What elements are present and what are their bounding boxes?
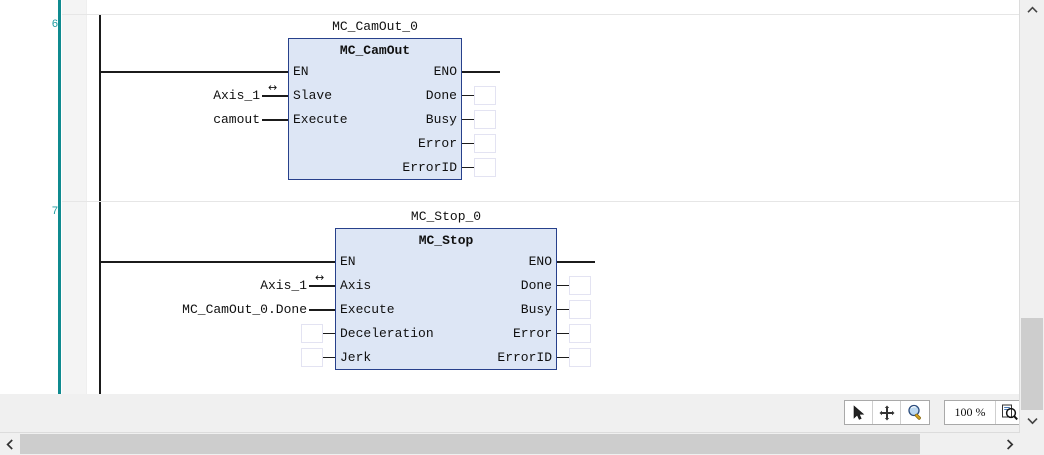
pin-in-execute-rung-6[interactable]: Execute — [293, 112, 348, 127]
rung-gutter-background — [62, 0, 87, 412]
input-valuebox-deceleration-rung-7[interactable] — [301, 324, 323, 343]
output-valuebox-done-rung-6[interactable] — [474, 86, 496, 105]
wire-busy-rung-6[interactable] — [462, 119, 474, 120]
scroll-down-button[interactable] — [1020, 411, 1044, 431]
select-pointer-tool-button[interactable] — [845, 401, 873, 424]
wire-axis-rung-7[interactable] — [309, 285, 335, 287]
magnifier-icon — [907, 404, 921, 420]
chevron-up-icon — [1026, 6, 1038, 13]
instance-name-rung-7[interactable]: MC_Stop_0 — [410, 209, 482, 224]
editor-bottom-toolbar: 100 % — [0, 394, 1036, 432]
operand-slave-rung-6[interactable]: Axis_1 — [213, 88, 260, 103]
wire-done-rung-7[interactable] — [557, 285, 569, 286]
wire-error-rung-6[interactable] — [462, 143, 474, 144]
zoom-page-button[interactable] — [995, 401, 1022, 424]
wire-eno-rung-7[interactable] — [557, 261, 595, 263]
pin-in-slave-rung-6[interactable]: Slave — [293, 88, 333, 103]
wire-jerk-rung-7[interactable] — [323, 357, 335, 358]
power-rail-rung-7 — [99, 202, 101, 394]
instance-name-rung-6[interactable]: MC_CamOut_0 — [332, 19, 418, 34]
block-title-mc-stop: MC_Stop — [418, 233, 474, 248]
function-block-mc-camout[interactable]: MC_CamOut EN Slave Execute ENO Done Busy… — [288, 38, 462, 180]
horizontal-scrollbar[interactable] — [0, 432, 1020, 455]
rung-separator-top — [62, 14, 1020, 15]
wire-error-rung-7[interactable] — [557, 333, 569, 334]
pin-in-execute-rung-7[interactable]: Execute — [340, 302, 395, 317]
zoom-level-value[interactable]: 100 % — [954, 405, 986, 419]
pin-out-eno-rung-6[interactable]: ENO — [433, 64, 457, 79]
power-rail-rung-6 — [99, 15, 101, 201]
output-valuebox-busy-rung-7[interactable] — [569, 300, 591, 319]
wire-execute-rung-6[interactable] — [262, 119, 288, 121]
chevron-left-icon — [6, 438, 13, 450]
pin-out-busy-rung-6[interactable]: Busy — [425, 112, 457, 127]
wire-busy-rung-7[interactable] — [557, 309, 569, 310]
wire-errorid-rung-6[interactable] — [462, 167, 474, 168]
pin-out-done-rung-7[interactable]: Done — [520, 278, 552, 293]
wire-slave-rung-6[interactable] — [262, 95, 288, 97]
function-block-mc-stop[interactable]: MC_Stop EN Axis Execute Deceleration Jer… — [335, 228, 557, 370]
wire-deceleration-rung-7[interactable] — [323, 333, 335, 334]
wire-execute-rung-7[interactable] — [309, 309, 335, 311]
move-cross-icon — [879, 405, 894, 420]
wire-en-rung-7[interactable] — [100, 261, 335, 263]
rung-number-7[interactable]: 7 — [51, 205, 58, 217]
vertical-scrollbar-thumb[interactable] — [1021, 318, 1043, 410]
pin-out-eno-rung-7[interactable]: ENO — [528, 254, 552, 269]
block-title-mc-camout: MC_CamOut — [339, 43, 411, 58]
output-valuebox-error-rung-7[interactable] — [569, 324, 591, 343]
vertical-scrollbar[interactable] — [1019, 0, 1044, 433]
wire-en-rung-6[interactable] — [100, 71, 288, 73]
output-valuebox-busy-rung-6[interactable] — [474, 110, 496, 129]
pin-in-en-rung-6[interactable]: EN — [293, 64, 309, 79]
operand-axis-rung-7[interactable]: Axis_1 — [260, 278, 307, 293]
rung-number-6[interactable]: 6 — [51, 18, 58, 30]
rung-status-bar — [58, 0, 61, 412]
wire-errorid-rung-7[interactable] — [557, 357, 569, 358]
pin-out-busy-rung-7[interactable]: Busy — [520, 302, 552, 317]
zoom-page-icon — [1001, 404, 1018, 421]
reference-arrow-icon-axis-rung-7: ↔ — [315, 271, 325, 284]
output-valuebox-errorid-rung-6[interactable] — [474, 158, 496, 177]
pin-in-deceleration-rung-7[interactable]: Deceleration — [340, 326, 434, 341]
pin-out-errorid-rung-7[interactable]: ErrorID — [497, 350, 552, 365]
input-valuebox-jerk-rung-7[interactable] — [301, 348, 323, 367]
chevron-down-icon — [1026, 418, 1038, 425]
scroll-left-button[interactable] — [0, 433, 20, 455]
output-valuebox-errorid-rung-7[interactable] — [569, 348, 591, 367]
pin-out-done-rung-6[interactable]: Done — [425, 88, 457, 103]
tool-mode-group — [844, 400, 930, 425]
scrollbar-corner — [1020, 433, 1044, 455]
arrow-pointer-icon — [853, 404, 864, 420]
zoom-control-group: 100 % — [944, 400, 1023, 425]
chevron-right-icon — [1007, 438, 1014, 450]
horizontal-scrollbar-thumb[interactable] — [20, 434, 920, 454]
output-valuebox-error-rung-6[interactable] — [474, 134, 496, 153]
pin-in-jerk-rung-7[interactable]: Jerk — [340, 350, 372, 365]
wire-eno-rung-6[interactable] — [462, 71, 500, 73]
rung-separator-middle — [62, 201, 1020, 202]
operand-execute-rung-6[interactable]: camout — [213, 112, 260, 127]
operand-execute-rung-7[interactable]: MC_CamOut_0.Done — [182, 302, 307, 317]
zoom-tool-button[interactable] — [901, 401, 929, 424]
pin-out-error-rung-7[interactable]: Error — [512, 326, 552, 341]
pin-out-errorid-rung-6[interactable]: ErrorID — [402, 160, 457, 175]
pin-out-error-rung-6[interactable]: Error — [417, 136, 457, 151]
ladder-editor-canvas[interactable]: 6 ↔ Axis_1 camout MC_CamOut_0 MC_CamOut … — [0, 0, 1020, 412]
pin-in-en-rung-7[interactable]: EN — [340, 254, 356, 269]
scroll-right-button[interactable] — [1000, 433, 1020, 455]
pin-in-axis-rung-7[interactable]: Axis — [340, 278, 372, 293]
wire-done-rung-6[interactable] — [462, 95, 474, 96]
pan-tool-button[interactable] — [873, 401, 901, 424]
reference-arrow-icon-slave-rung-6: ↔ — [268, 81, 278, 94]
output-valuebox-done-rung-7[interactable] — [569, 276, 591, 295]
scroll-up-button[interactable] — [1020, 0, 1044, 20]
